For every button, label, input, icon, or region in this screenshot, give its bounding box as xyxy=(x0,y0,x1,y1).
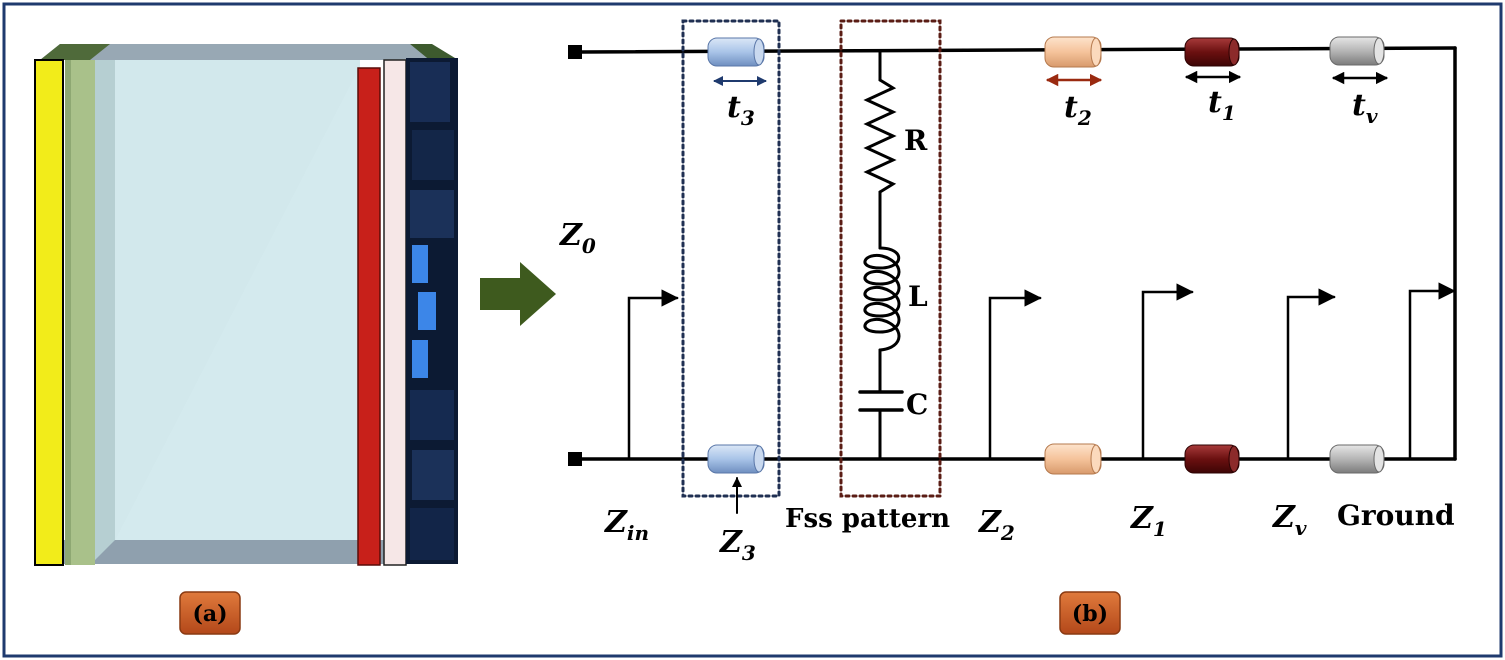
yellow-layer xyxy=(34,59,64,566)
red-layer xyxy=(357,67,381,566)
cylinder-z3-bottom xyxy=(707,444,765,474)
inductor-symbol xyxy=(863,246,901,352)
bottom-cylinders xyxy=(707,443,1385,475)
t2-label: t2 xyxy=(1064,90,1092,130)
inductor-label: L xyxy=(908,280,928,313)
z1-label: Z1 xyxy=(1130,501,1167,541)
cylinder-t1-top xyxy=(1184,37,1240,67)
absorber-3d-model xyxy=(34,44,458,566)
equivalent-circuit: R L C Z0 xyxy=(559,19,1457,514)
panel-a-badge: (a) xyxy=(179,591,241,635)
panel-b-badge: (b) xyxy=(1059,591,1121,635)
cylinder-t3-top xyxy=(707,37,765,67)
t3-label: t3 xyxy=(727,90,755,130)
cylinder-zv-bottom xyxy=(1329,444,1385,474)
cylinder-z1-bottom xyxy=(1184,444,1240,474)
port-top xyxy=(568,45,582,59)
cylinder-z2-bottom xyxy=(1044,443,1102,475)
white-layer xyxy=(383,59,407,566)
z1-arrow xyxy=(1141,283,1194,461)
z3-label: Z3 xyxy=(719,525,756,565)
ground-label: Ground xyxy=(1337,499,1455,532)
z3-dotted-box xyxy=(681,19,781,498)
capacitor-label: C xyxy=(906,388,928,421)
resistor-symbol xyxy=(863,78,897,194)
fss-dotted-box xyxy=(839,19,942,498)
zv-arrow xyxy=(1286,288,1336,461)
panel-b-label: (b) xyxy=(1072,601,1108,627)
zin-arrow xyxy=(627,289,679,461)
ground-arrow xyxy=(1408,282,1456,461)
zin-label: Zin xyxy=(604,505,649,545)
cylinder-t2-top xyxy=(1044,36,1102,68)
resistor-label: R xyxy=(904,124,928,157)
top-cylinders xyxy=(707,36,1385,68)
z2-arrow xyxy=(988,289,1042,461)
tv-label: tv xyxy=(1352,88,1378,128)
zv-label: Zv xyxy=(1272,500,1307,540)
z2-label: Z2 xyxy=(978,505,1015,545)
port-bottom xyxy=(568,452,582,466)
panel-a-label: (a) xyxy=(192,601,227,627)
fss-pattern-label: Fss pattern xyxy=(785,504,950,534)
cylinder-tv-top xyxy=(1329,36,1385,66)
transition-arrow xyxy=(480,262,556,326)
fss-blocks xyxy=(406,58,458,564)
t1-label: t1 xyxy=(1208,85,1236,125)
z0-label: Z0 xyxy=(559,218,596,258)
